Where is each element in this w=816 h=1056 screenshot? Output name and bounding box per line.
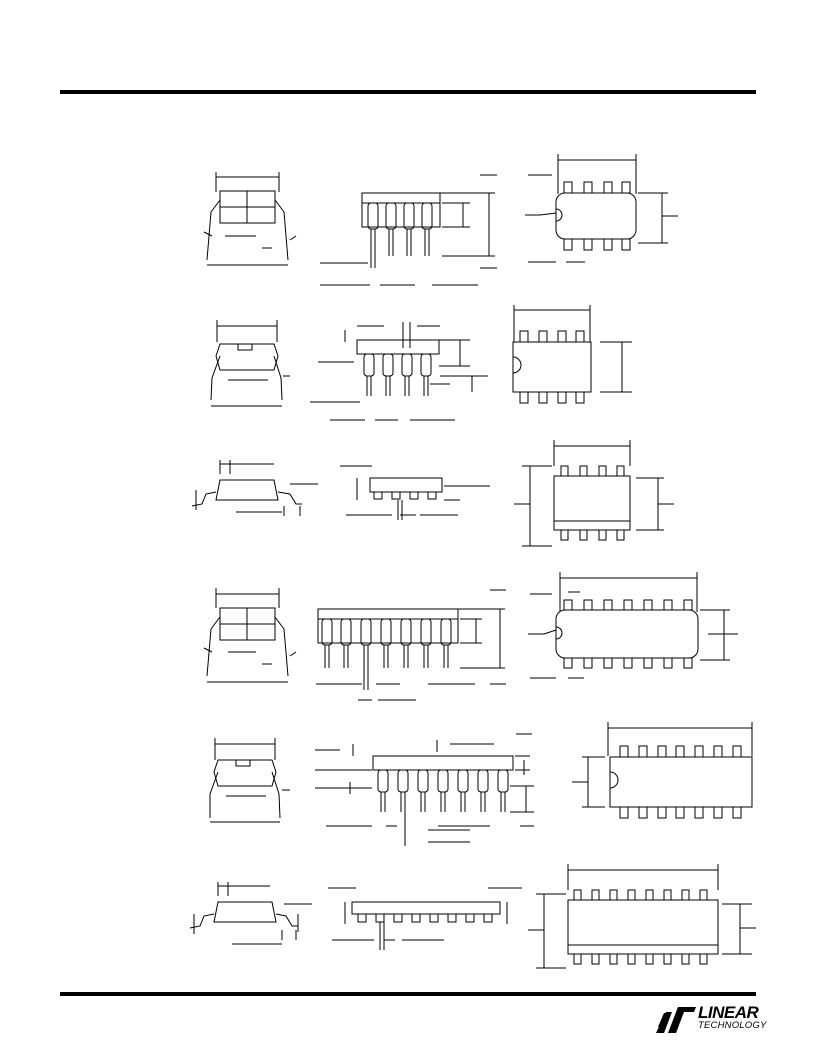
row6-side-view — [328, 888, 522, 950]
row4-top-view — [528, 572, 738, 678]
row6-top-view — [528, 864, 756, 968]
row1-side-view — [320, 175, 497, 285]
header-rule — [60, 90, 756, 94]
row4-side-view — [316, 590, 506, 700]
row4-end-view — [204, 588, 296, 682]
logo-line-1: LINEAR — [698, 1003, 759, 1022]
row3-end-view — [192, 460, 318, 516]
row1-top-view — [525, 154, 678, 262]
row5-top-view — [572, 722, 752, 818]
linear-technology-logo: LINEAR TECHNOLOGY — [654, 1003, 766, 1037]
row5-end-view — [210, 738, 290, 822]
footer-rule — [60, 992, 756, 996]
row3-top-view — [514, 440, 674, 546]
lt-logo-icon — [656, 1007, 696, 1033]
row5-side-view — [315, 734, 534, 846]
row3-side-view — [340, 466, 490, 520]
row1-end-view — [204, 172, 296, 265]
row2-top-view — [513, 305, 632, 403]
logo-line-2: TECHNOLOGY — [698, 1020, 767, 1031]
row2-side-view — [310, 322, 488, 420]
row6-end-view — [190, 882, 312, 944]
row2-end-view — [211, 320, 290, 406]
